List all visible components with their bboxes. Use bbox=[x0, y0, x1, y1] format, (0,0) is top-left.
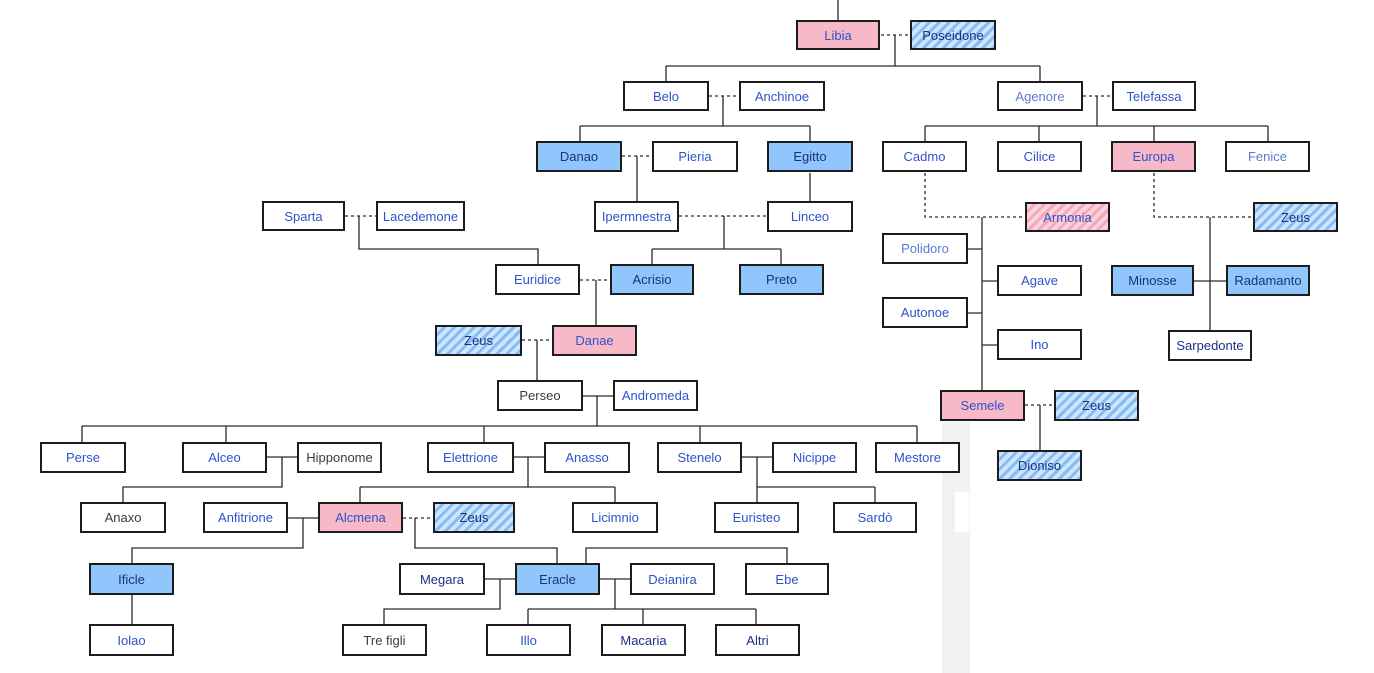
descent-line bbox=[636, 156, 811, 201]
person-node-danao: Danao bbox=[536, 141, 622, 172]
person-node-ificle: Ificle bbox=[89, 563, 174, 595]
marriage-line bbox=[924, 173, 1025, 218]
person-node-libia: Libia bbox=[796, 20, 880, 50]
person-node-fenice: Fenice bbox=[1225, 141, 1310, 172]
person-node-cadmo: Cadmo bbox=[882, 141, 967, 172]
descent-line bbox=[359, 457, 616, 502]
descent-line bbox=[924, 96, 1269, 141]
person-node-ino: Ino bbox=[997, 329, 1082, 360]
descent-line bbox=[122, 457, 283, 502]
person-node-stenelo: Stenelo bbox=[657, 442, 742, 473]
person-node-belo: Belo bbox=[623, 81, 709, 111]
person-node-alcmena: Alcmena bbox=[318, 502, 403, 533]
person-node-telefassa: Telefassa bbox=[1112, 81, 1196, 111]
person-node-nicippe: Nicippe bbox=[772, 442, 857, 473]
person-node-cilice: Cilice bbox=[997, 141, 1082, 172]
descent-line bbox=[665, 35, 1041, 81]
person-node-licimnio: Licimnio bbox=[572, 502, 658, 533]
person-node-anaxo: Anaxo bbox=[80, 502, 166, 533]
descent-line bbox=[756, 457, 876, 502]
person-node-andromeda: Andromeda bbox=[613, 380, 698, 411]
person-node-agave: Agave bbox=[997, 265, 1082, 296]
person-node-sparta: Sparta bbox=[262, 201, 345, 231]
descent-line bbox=[527, 579, 757, 624]
person-node-preto: Preto bbox=[739, 264, 824, 295]
person-node-egitto: Egitto bbox=[767, 141, 853, 172]
person-node-deianira: Deianira bbox=[630, 563, 715, 595]
descent-line bbox=[358, 216, 539, 264]
person-node-tre-figli: Tre figli bbox=[342, 624, 427, 656]
person-node-anchinoe: Anchinoe bbox=[739, 81, 825, 111]
person-node-megara: Megara bbox=[399, 563, 485, 595]
person-node-altri: Altri bbox=[715, 624, 800, 656]
person-node-zeus-alc: Zeus bbox=[433, 502, 515, 533]
marriage-line bbox=[1153, 173, 1253, 218]
person-node-elettrione: Elettrione bbox=[427, 442, 514, 473]
descent-line bbox=[968, 217, 997, 390]
person-node-linceo: Linceo bbox=[767, 201, 853, 232]
person-node-polidoro: Polidoro bbox=[882, 233, 968, 264]
person-node-danae: Danae bbox=[552, 325, 637, 356]
person-node-eracle: Eracle bbox=[515, 563, 600, 595]
person-node-armonia: Armonia bbox=[1025, 202, 1110, 232]
person-node-poseidone: Poseidone bbox=[910, 20, 996, 50]
descent-line bbox=[81, 396, 918, 442]
person-node-sardo: Sardò bbox=[833, 502, 917, 533]
person-node-pieria: Pieria bbox=[652, 141, 738, 172]
person-node-radamanto: Radamanto bbox=[1226, 265, 1310, 296]
person-node-illo: Illo bbox=[486, 624, 571, 656]
descent-line bbox=[585, 547, 788, 563]
person-node-euristeo: Euristeo bbox=[714, 502, 799, 533]
person-node-ipermnestra: Ipermnestra bbox=[594, 201, 679, 232]
person-node-minosse: Minosse bbox=[1111, 265, 1194, 296]
person-node-autonoe: Autonoe bbox=[882, 297, 968, 328]
person-node-euridice: Euridice bbox=[495, 264, 580, 295]
person-node-zeus-dan: Zeus bbox=[435, 325, 522, 356]
descent-line bbox=[651, 216, 782, 264]
descent-line bbox=[383, 579, 501, 624]
person-node-anfitrione: Anfitrione bbox=[203, 502, 288, 533]
person-node-ebe: Ebe bbox=[745, 563, 829, 595]
descent-line bbox=[131, 518, 304, 563]
descent-line bbox=[414, 518, 558, 563]
person-node-alceo: Alceo bbox=[182, 442, 267, 473]
descent-line bbox=[1194, 217, 1226, 330]
person-node-dioniso: Dioniso bbox=[997, 450, 1082, 481]
person-node-mestore: Mestore bbox=[875, 442, 960, 473]
person-node-perse: Perse bbox=[40, 442, 126, 473]
person-node-agenore: Agenore bbox=[997, 81, 1083, 111]
person-node-anasso: Anasso bbox=[544, 442, 630, 473]
person-node-acrisio: Acrisio bbox=[610, 264, 694, 295]
person-node-sarpedonte: Sarpedonte bbox=[1168, 330, 1252, 361]
person-node-zeus-eur: Zeus bbox=[1253, 202, 1338, 232]
descent-line bbox=[579, 96, 811, 141]
person-node-perseo: Perseo bbox=[497, 380, 583, 411]
person-node-macaria: Macaria bbox=[601, 624, 686, 656]
person-node-zeus-sem: Zeus bbox=[1054, 390, 1139, 421]
background-ghost-shape bbox=[955, 492, 969, 532]
person-node-europa: Europa bbox=[1111, 141, 1196, 172]
person-node-semele: Semele bbox=[940, 390, 1025, 421]
person-node-hipponome: Hipponome bbox=[297, 442, 382, 473]
person-node-iolao: Iolao bbox=[89, 624, 174, 656]
person-node-lacedemone: Lacedemone bbox=[376, 201, 465, 231]
